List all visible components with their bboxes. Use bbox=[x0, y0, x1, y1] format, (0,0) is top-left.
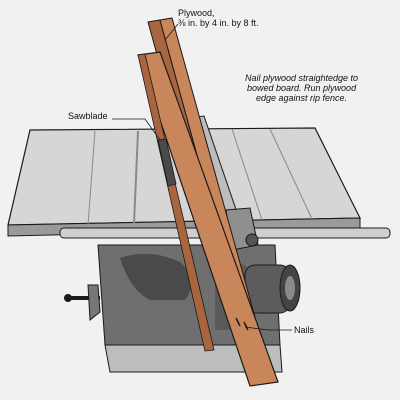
nails-leader bbox=[244, 326, 292, 331]
leader-lines bbox=[112, 23, 292, 331]
sawblade-leader bbox=[112, 118, 161, 141]
instruction-note: Nail plywood straightedge to bowed board… bbox=[245, 73, 358, 103]
handwheel bbox=[64, 284, 101, 321]
plywood-label-title: Plywood, bbox=[178, 8, 215, 18]
bowed-board bbox=[137, 51, 279, 387]
instruction-note-line-2: bowed board. Run plywood bbox=[247, 83, 357, 93]
sawblade bbox=[157, 138, 177, 187]
plywood-label: Plywood, ⅜ in. by 4 in. by 8 ft. bbox=[178, 8, 259, 28]
motor bbox=[244, 264, 301, 314]
instruction-note-line-3: edge against rip fence. bbox=[256, 93, 348, 103]
nails-label: Nails bbox=[294, 325, 315, 335]
instruction-note-line-1: Nail plywood straightedge to bbox=[245, 73, 359, 83]
sawblade-label: Sawblade bbox=[68, 111, 108, 121]
plywood-leader bbox=[164, 23, 179, 41]
plywood-label-size: ⅜ in. by 4 in. by 8 ft. bbox=[178, 18, 259, 28]
nails bbox=[235, 317, 249, 331]
